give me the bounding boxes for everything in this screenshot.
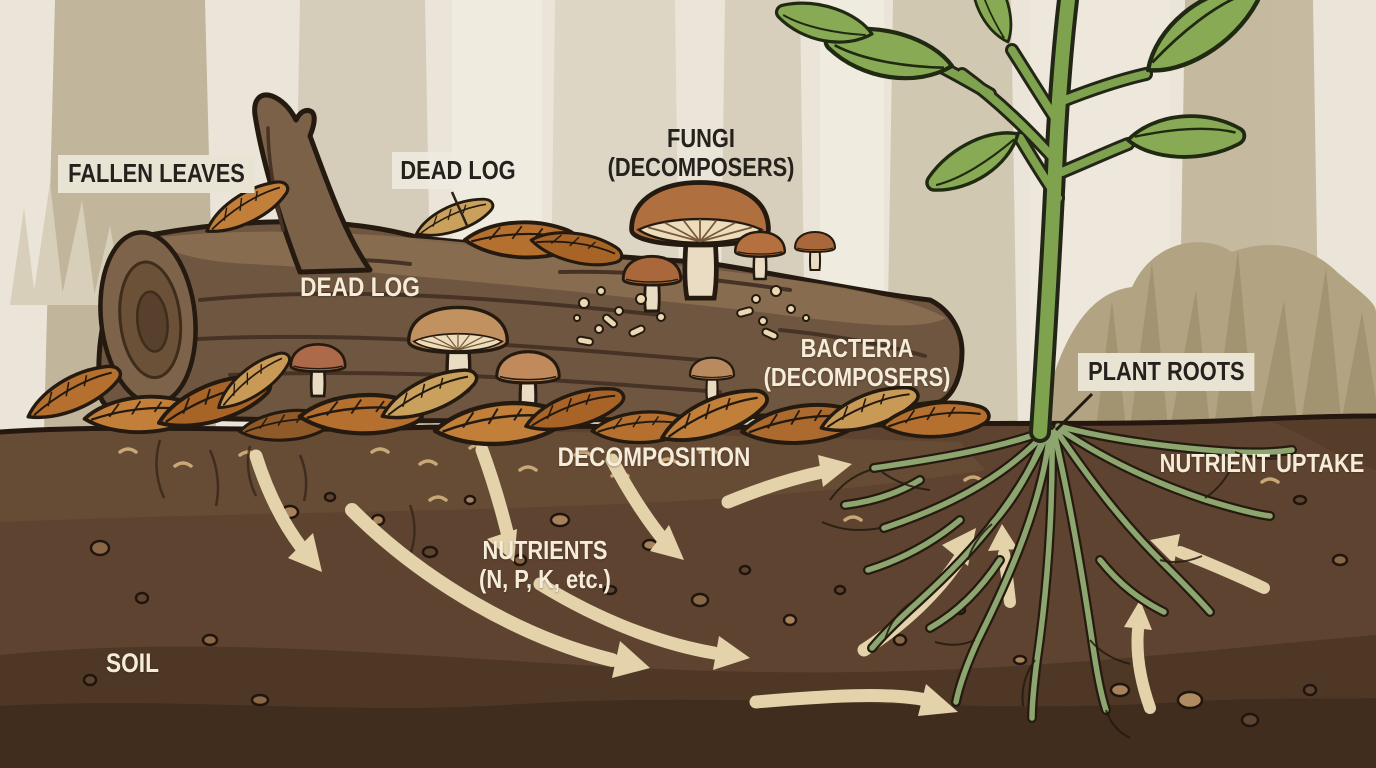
label-nutrients-title: NUTRIENTS — [482, 535, 608, 565]
flow-arrow — [1150, 534, 1270, 594]
flow-arrow — [749, 684, 958, 716]
flow-arrow — [345, 503, 650, 678]
bacteria-illustration — [573, 285, 810, 347]
label-dead-log-background: DEAD LOG — [392, 152, 525, 190]
label-bacteria-title: BACTERIA — [800, 333, 914, 363]
log-cut-end — [98, 230, 198, 406]
plant-roots-leader-line — [1054, 392, 1094, 432]
flow-arrow — [249, 449, 322, 572]
dead-log-leader-line — [450, 191, 470, 229]
soil-pebbles — [82, 491, 1349, 728]
label-nutrients-sub: (N, P, K, etc.) — [479, 564, 611, 595]
label-nutrient-uptake: NUTRIENT UPTAKE — [1159, 448, 1365, 478]
label-bacteria: BACTERIA (DECOMPOSERS) — [746, 333, 968, 393]
flow-arrow — [475, 443, 517, 562]
flow-arrow — [605, 453, 684, 560]
label-fungi: FUNGI (DECOMPOSERS) — [590, 123, 812, 183]
label-fungi-sub: (DECOMPOSERS) — [607, 152, 795, 183]
flow-arrow — [721, 455, 852, 509]
label-fallen-leaves: FALLEN LEAVES — [58, 155, 255, 194]
label-fungi-title: FUNGI — [667, 123, 735, 153]
label-bacteria-sub: (DECOMPOSERS) — [763, 362, 951, 393]
label-soil: SOIL — [106, 648, 159, 678]
flow-arrow — [1124, 600, 1156, 714]
root-hairs — [821, 451, 1282, 739]
label-dead-log-on-log: DEAD LOG — [300, 272, 420, 302]
left-root-squiggles — [155, 439, 416, 556]
log-branch — [252, 92, 373, 275]
decomposing-bits — [118, 443, 1280, 522]
label-nutrients: NUTRIENTS (N, P, K, etc.) — [466, 535, 623, 595]
label-decomposition: DECOMPOSITION — [557, 442, 751, 472]
flow-arrow — [533, 577, 750, 670]
plant-roots-illustration — [821, 426, 1292, 739]
label-plant-roots: PLANT ROOTS — [1078, 353, 1255, 392]
